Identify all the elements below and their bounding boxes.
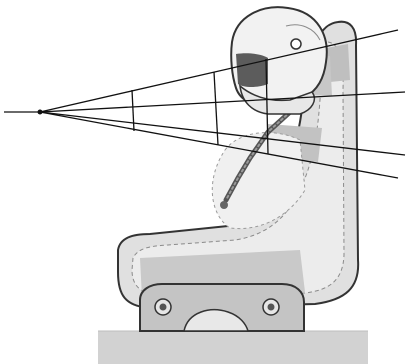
visor [236, 53, 268, 87]
distance-marker-1 [132, 90, 134, 131]
seat-bracket-icon [140, 284, 304, 331]
helmet-icon [231, 7, 327, 114]
floor [98, 331, 368, 364]
eye-point-icon [38, 110, 43, 115]
harness-buckle [220, 201, 228, 209]
distance-marker-2 [214, 72, 218, 145]
helmet-pivot [291, 39, 301, 49]
